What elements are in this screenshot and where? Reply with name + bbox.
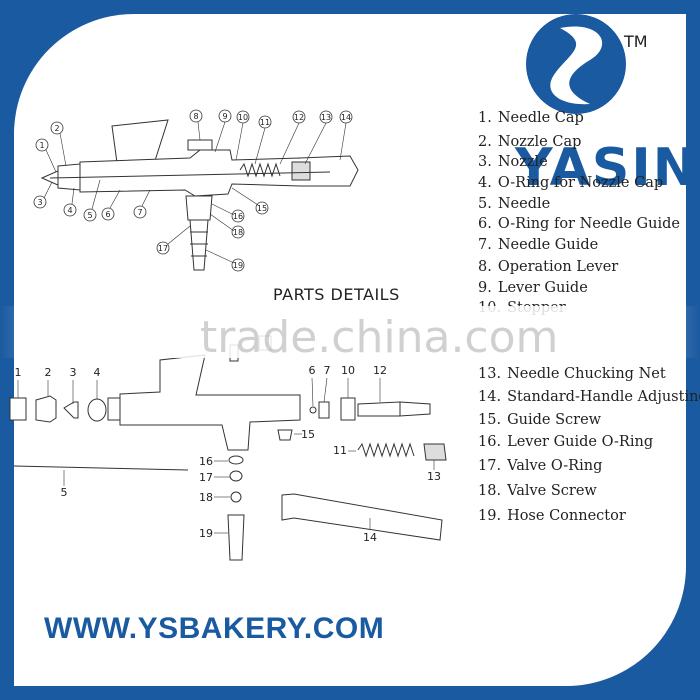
label-18: 18 (199, 491, 213, 504)
brand-name: YASIN (515, 138, 699, 198)
label-3: 3 (70, 366, 77, 379)
label-2: 2 (45, 366, 52, 379)
label-13: 13 (427, 470, 441, 483)
label-6: 6 (309, 364, 316, 377)
list-item: 17.Valve O-Ring (478, 458, 603, 474)
label-7: 7 (324, 364, 331, 377)
website-url: WWW.YSBAKERY.COM (44, 612, 385, 645)
list-item: 15.Guide Screw (478, 412, 602, 428)
label-11: 11 (333, 444, 347, 457)
list-item: 13.Needle Chucking Net (478, 366, 666, 382)
callout-1: 1 (39, 141, 44, 150)
list-item: 3.Nozzle (478, 154, 548, 170)
top-callouts (33, 109, 353, 272)
label-1: 1 (15, 366, 22, 379)
label-16: 16 (199, 455, 213, 468)
callout-4: 4 (67, 206, 72, 215)
yasin-logo-mark (526, 14, 626, 114)
callout-11: 11 (260, 118, 270, 127)
callout-19: 19 (233, 261, 243, 270)
list-item: 7.Needle Guide (478, 237, 599, 253)
callout-14: 14 (341, 113, 351, 122)
list-item: 18.Valve Screw (478, 483, 597, 499)
label-12: 12 (373, 364, 387, 377)
exploded-leader-lines (17, 377, 435, 534)
label-19: 19 (199, 527, 213, 540)
top-leader-lines (43, 121, 347, 264)
callout-6: 6 (105, 210, 110, 219)
assembled-airbrush (40, 119, 359, 271)
list-item: 9.Lever Guide (478, 280, 588, 296)
exploded-labels: 1 2 3 4 5 6 7 10 12 15 11 13 16 17 18 19… (15, 364, 442, 544)
callout-17: 17 (158, 244, 168, 253)
label-17: 17 (199, 471, 213, 484)
top-callout-numbers: 1 2 3 4 5 6 7 8 9 10 11 12 13 14 15 16 1… (37, 112, 351, 270)
callout-12: 12 (294, 113, 304, 122)
list-item: 2.Nozzle Cap (478, 134, 582, 150)
watermark-band (0, 306, 700, 358)
label-4: 4 (94, 366, 101, 379)
list-item: 8.Operation Lever (478, 259, 619, 275)
callout-8: 8 (193, 112, 198, 121)
callout-18: 18 (233, 228, 243, 237)
watermark: trade.china.com (200, 312, 559, 363)
list-item: 14.Standard-Handle Adjusting (478, 389, 700, 405)
callout-15: 15 (257, 204, 267, 213)
list-item: 6.O-Ring for Needle Guide (478, 216, 680, 232)
callout-7: 7 (137, 208, 142, 217)
callout-3: 3 (37, 198, 42, 207)
callout-5: 5 (87, 211, 92, 220)
label-15: 15 (301, 428, 315, 441)
list-item: 16.Lever Guide O-Ring (478, 434, 654, 450)
exploded-view (9, 335, 447, 561)
list-item: 1.Needle Cap (478, 110, 584, 126)
callout-2: 2 (54, 124, 59, 133)
trademark-symbol: TM (624, 32, 648, 51)
parts-details-heading: PARTS DETAILS (273, 285, 400, 304)
label-5: 5 (61, 486, 68, 499)
callout-13: 13 (321, 113, 331, 122)
list-item: 4.O-Ring for Nozzle Cap (478, 175, 664, 191)
callout-10: 10 (238, 113, 248, 122)
list-item: 5.Needle (478, 196, 551, 212)
label-14: 14 (363, 531, 377, 544)
callout-16: 16 (233, 212, 243, 221)
list-item: 19.Hose Connector (478, 508, 626, 524)
callout-9: 9 (222, 112, 227, 121)
label-10: 10 (341, 364, 355, 377)
